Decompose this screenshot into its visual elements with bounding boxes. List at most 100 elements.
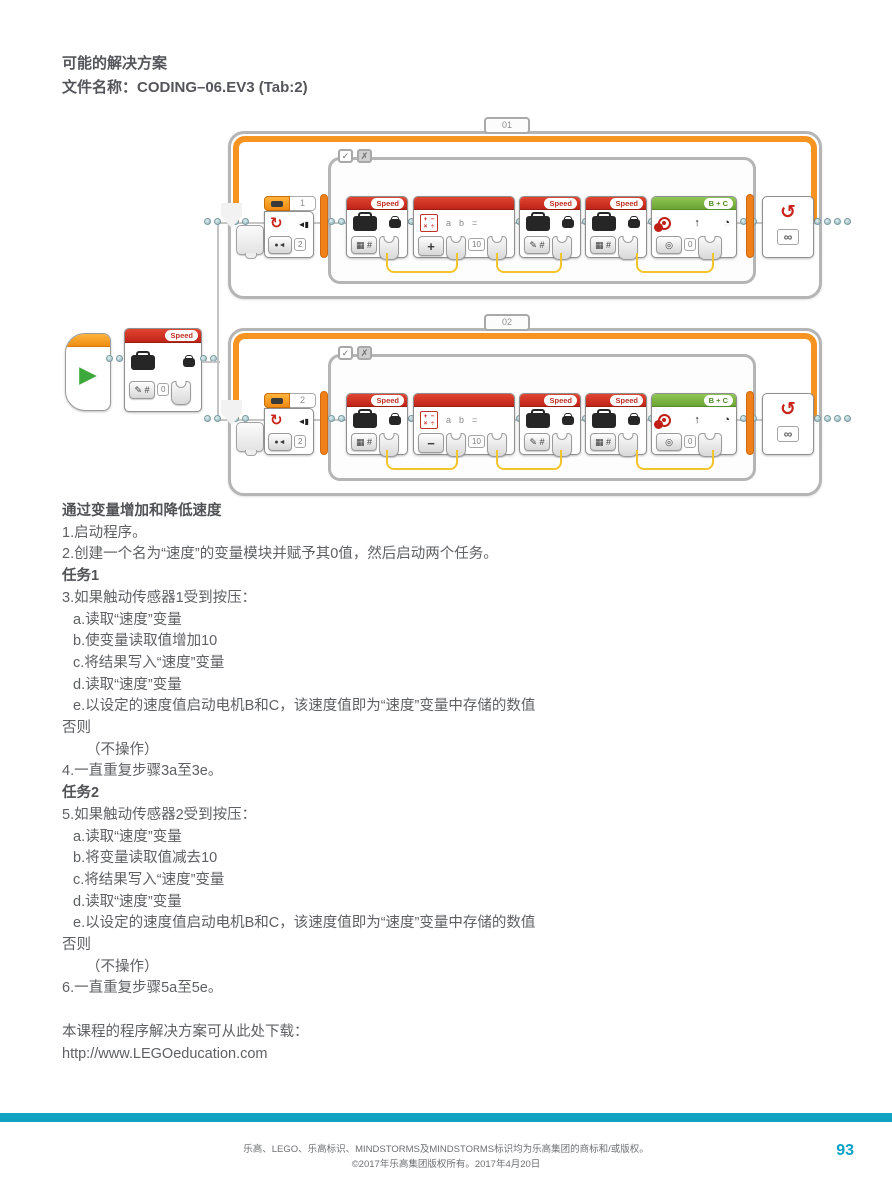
switch-sensor-port-tab: 2	[264, 393, 316, 408]
task-1-heading: 任务1	[62, 568, 100, 585]
sequence-wire	[217, 222, 219, 422]
math-block: +− ×÷ a b = + 10	[413, 196, 515, 260]
math-operations-icon: +− ×÷	[420, 214, 438, 232]
read-numeric-mode-button: ▦ #	[590, 236, 616, 254]
instructions-heading: 通过变量增加和降低速度	[62, 503, 222, 519]
touch-sensor-mini-icon	[264, 196, 290, 211]
switch-bracket-left	[320, 194, 328, 258]
switch-bracket-right	[746, 391, 754, 455]
switch-bracket-right	[746, 194, 754, 258]
loop-block-02: 02 ✓ ✗ 2 ↻ ◄▮ ●◄ 2 Speed ▦ #	[204, 314, 851, 496]
steering-value-tab: 0	[684, 238, 697, 251]
port-number: 1	[290, 196, 316, 211]
touch-sensor-icon: ◄▮	[297, 416, 309, 426]
play-icon: ▶	[79, 361, 97, 387]
variable-read-block: Speed ▦ #	[585, 196, 647, 260]
sequence-plug	[834, 415, 851, 422]
math-operations-icon: +− ×÷	[420, 411, 438, 429]
move-steering-block: B + C ↑ ◔ ◎ 0	[651, 196, 737, 260]
steering-icon	[654, 216, 671, 232]
download-note: 本课程的程序解决方案可从此处下载：	[62, 1024, 309, 1041]
math-operator-button: −	[418, 433, 444, 453]
direction-up-icon: ↑	[694, 217, 700, 229]
compare-state-mode-button: ●◄	[268, 236, 292, 254]
loop-restart-icon: ↺	[780, 398, 796, 420]
briefcase-small-icon	[562, 218, 574, 228]
math-a-label: a	[446, 415, 452, 425]
variable-write-block-init: Speed ✎ # 0	[124, 328, 202, 412]
variable-write-block: Speed ✎ #	[519, 196, 581, 260]
math-block: +− ×÷ a b = − 10	[413, 393, 515, 457]
variable-name-tag: Speed	[165, 330, 198, 341]
math-equals-label: =	[472, 218, 478, 228]
math-a-label: a	[446, 218, 452, 228]
motor-ports-tag: B + C	[703, 198, 733, 209]
sequence-plug	[328, 415, 345, 422]
loop-orange-path	[233, 136, 817, 222]
loop-start-chevron	[221, 203, 242, 228]
instruction-line: 1.启动程序。	[62, 524, 147, 541]
download-url-link[interactable]: http://www.LEGOeducation.com	[62, 1045, 268, 1062]
math-b-label: b	[459, 415, 465, 425]
briefcase-small-icon	[628, 415, 640, 425]
loop-infinity-tab: ∞	[776, 426, 800, 442]
briefcase-small-icon	[389, 218, 401, 228]
instruction-line: 6.一直重复步骤5a至5e。	[62, 980, 223, 997]
data-wire	[636, 253, 714, 273]
loop-start-chevron	[221, 400, 242, 425]
instruction-line: 否则	[62, 937, 91, 954]
instruction-line: b.使变量读取值增加10	[73, 633, 218, 650]
math-b-value-tab: 10	[468, 435, 485, 448]
sequence-wire	[217, 419, 233, 421]
steering-dial-button: ◎	[656, 236, 682, 254]
page-number: 93	[836, 1142, 854, 1159]
page-title: 可能的解决方案	[62, 55, 168, 72]
state-value-tab: 2	[294, 435, 307, 448]
value-input-plug	[171, 381, 192, 405]
variable-name-tag: Speed	[610, 198, 643, 209]
variable-write-block: Speed ✎ #	[519, 393, 581, 457]
instructions-section: 通过变量增加和降低速度 1.启动程序。 2.创建一个名为“速度”的变量模块并赋予…	[62, 501, 702, 1066]
briefcase-icon	[131, 354, 155, 370]
switch-block: ↻ ◄▮ ●◄ 2	[264, 211, 314, 258]
touch-sensor-mini-icon	[264, 393, 290, 408]
data-wire	[496, 253, 562, 273]
switch-false-tab: ✗	[357, 346, 372, 360]
sequence-wire	[202, 361, 220, 363]
sequence-plug	[814, 415, 831, 422]
read-numeric-mode-button: ▦ #	[590, 433, 616, 451]
sequence-wire	[217, 222, 233, 224]
switch-icon: ↻	[270, 215, 283, 232]
instruction-line: c.将结果写入“速度”变量	[73, 871, 225, 888]
loop-tab: 01	[484, 117, 530, 134]
instruction-line: 4.一直重复步骤3a至3e。	[62, 763, 223, 780]
switch-sensor-port-tab: 1	[264, 196, 316, 211]
accent-bar	[0, 1113, 892, 1122]
variable-name-tag: Speed	[371, 198, 404, 209]
briefcase-icon	[592, 412, 616, 428]
instruction-line: 5.如果触动传感器2受到按压：	[62, 806, 257, 823]
file-name-line: 文件名称：CODING–06.EV3 (Tab:2)	[62, 79, 308, 96]
footer: 乐高、LEGO、乐高标识、MINDSTORMS及MINDSTORMS标识均为乐高…	[0, 1142, 892, 1172]
write-numeric-mode-button: ✎ #	[524, 236, 550, 254]
switch-true-tab: ✓	[338, 346, 353, 360]
steering-icon	[654, 413, 671, 429]
instruction-line: c.将结果写入“速度”变量	[73, 654, 225, 671]
touch-sensor-icon: ◄▮	[297, 219, 309, 229]
motor-ports-tag: B + C	[703, 395, 733, 406]
math-b-label: b	[459, 218, 465, 228]
sequence-plug	[814, 218, 831, 225]
instruction-line: d.读取“速度”变量	[73, 676, 182, 693]
instruction-line: d.读取“速度”变量	[73, 893, 182, 910]
math-operator-button: +	[418, 236, 444, 256]
loop-interior-stub-block	[236, 225, 264, 259]
loop-tab: 02	[484, 314, 530, 331]
write-numeric-mode-button: ✎ #	[129, 381, 155, 399]
switch-false-tab: ✗	[357, 149, 372, 163]
instruction-line: e.以设定的速度值启动电机B和C，该速度值即为“速度”变量中存储的数值	[73, 915, 536, 932]
task-2-heading: 任务2	[62, 785, 100, 802]
data-wire	[386, 253, 458, 273]
power-gauge-icon: ◔	[723, 414, 730, 426]
briefcase-icon	[353, 215, 377, 231]
move-steering-block: B + C ↑ ◔ ◎ 0	[651, 393, 737, 457]
